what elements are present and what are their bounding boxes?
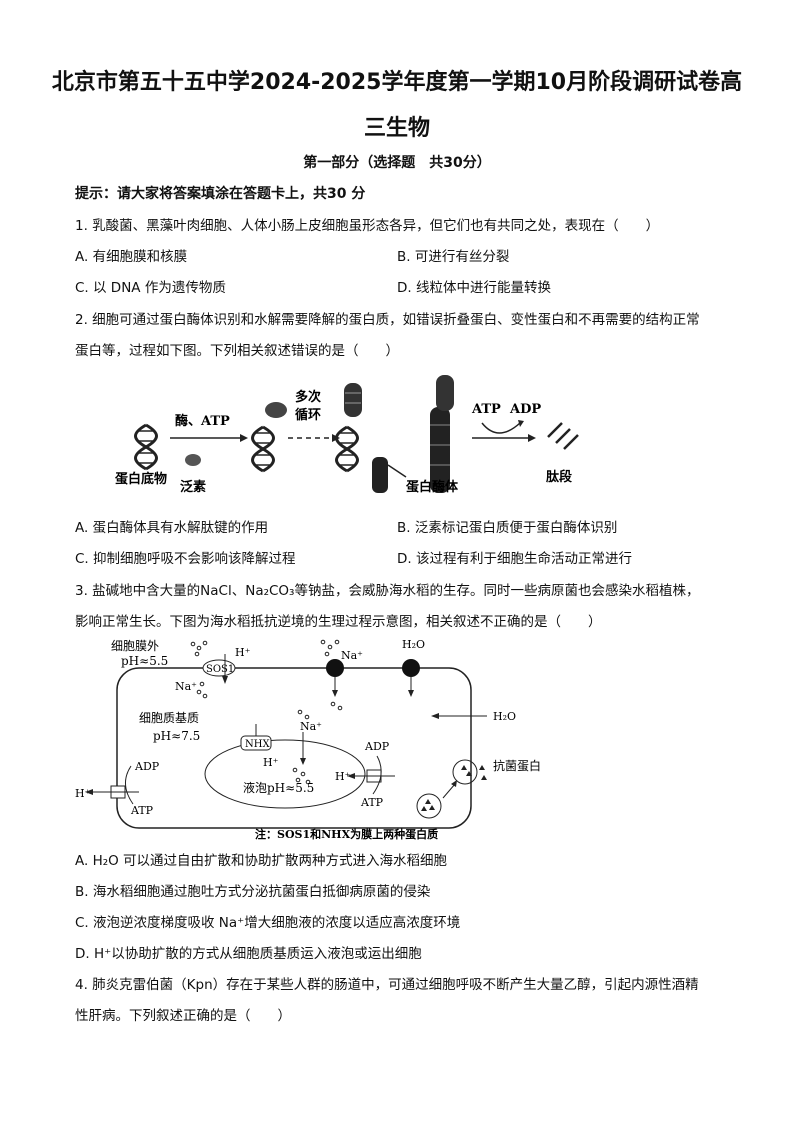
vacuole	[204, 739, 366, 809]
figure-note: 注：SOS1和NHX为膜上两种蛋白质	[255, 827, 438, 841]
multi-cycle-label-2: 循环	[295, 407, 321, 423]
cytoplasm-label: 细胞质基质	[139, 711, 199, 725]
proteasome-label: 蛋白酶体	[406, 479, 459, 495]
q2-option-b[interactable]: B. 泛素标记蛋白质便于蛋白酶体识别	[397, 520, 618, 536]
q3-option-c[interactable]: C. 液泡逆浓度梯度吸收 Na⁺增大细胞液的浓度以适应高浓度环境	[75, 915, 461, 931]
ubiquitin-label: 泛素	[180, 479, 206, 495]
enzyme-atp-label: 酶、ATP	[175, 413, 230, 429]
proteasome-diagram: 蛋白底物 酶、ATP 泛素 多次 循环 蛋白酶体 ATP ADP 肽段	[115, 375, 579, 495]
vacuole-pump-hplus: H⁺	[335, 770, 351, 783]
q3-option-b[interactable]: B. 海水稻细胞通过胞吐方式分泌抗菌蛋白抵御病原菌的侵染	[75, 884, 431, 900]
peptide-label: 肽段	[546, 469, 572, 485]
ubiquitin-icon	[185, 454, 201, 466]
q1-option-c[interactable]: C. 以 DNA 作为遗传物质	[75, 280, 226, 296]
vesicle	[416, 793, 442, 819]
q3-option-d[interactable]: D. H⁺以协助扩散的方式从细胞质基质运入液泡或运出细胞	[75, 946, 422, 962]
membrane-pump-adp: ADP	[134, 760, 160, 773]
vacuole-pump-adp: ADP	[364, 740, 390, 753]
antibacterial-label: 抗菌蛋白	[493, 758, 541, 773]
substrate-helix	[134, 423, 158, 471]
nhx-naplus: Na⁺	[300, 720, 322, 733]
cytoplasm-ph-label: pH≈7.5	[153, 729, 200, 743]
question-4-stem-line1: 4. 肺炎克雷伯菌（Kpn）存在于某些人群的肠道中，可通过细胞呼吸不断产生大量乙…	[75, 977, 699, 993]
cell-membrane	[116, 667, 472, 829]
aquaporin	[402, 659, 420, 677]
question-3-stem-line1: 3. 盐碱地中含大量的NaCl、Na₂CO₃等钠盐，会威胁海水稻的生存。同时一些…	[75, 583, 700, 599]
question-2-stem-line1: 2. 细胞可通过蛋白酶体识别和水解需要降解的蛋白质，如错误折叠蛋白、变性蛋白和不…	[75, 312, 700, 328]
vesicle-exocytosis	[452, 759, 478, 785]
sos1-hplus: H⁺	[235, 646, 251, 659]
question-4-stem-line2: 性肝病。下列叙述正确的是（ ）	[75, 1008, 291, 1024]
page-title-line2: 三生物	[363, 116, 430, 141]
vacuole-label: 液泡pH≈5.5	[243, 780, 314, 795]
hint-text: 提示：请大家将答案填涂在答题卡上，共30 分	[75, 186, 366, 202]
membrane-pump-hplus: H⁺	[75, 787, 91, 800]
multi-cycle-label-1: 多次	[295, 389, 321, 405]
question-3-stem-line2: 影响正常生长。下图为海水稻抵抗逆境的生理过程示意图，相关叙述不正确的是（ ）	[75, 614, 602, 630]
diffusion-h2o: H₂O	[493, 710, 516, 723]
question-1-stem: 1. 乳酸菌、黑藻叶肉细胞、人体小肠上皮细胞虽形态各异，但它们也有共同之处，表现…	[75, 218, 660, 234]
q1-option-d[interactable]: D. 线粒体中进行能量转换	[397, 280, 551, 296]
page-title: 北京市第五十五中学2024-2025学年度第一学期10月阶段调研试卷高	[51, 70, 743, 95]
vacuole-pump-atp: ATP	[360, 796, 384, 809]
q2-option-a[interactable]: A. 蛋白酶体具有水解肽键的作用	[75, 520, 269, 536]
nhx-hplus: H⁺	[263, 756, 279, 769]
adp-label: ADP	[509, 402, 541, 417]
na-channel	[326, 659, 344, 677]
atp-label: ATP	[471, 402, 501, 417]
q2-option-d[interactable]: D. 该过程有利于细胞生命活动正常进行	[397, 551, 632, 567]
q1-option-b[interactable]: B. 可进行有丝分裂	[397, 249, 510, 265]
section-heading: 第一部分（选择题 共30分）	[303, 155, 491, 171]
question-2-stem-line2: 蛋白等，过程如下图。下列相关叙述错误的是（ ）	[75, 343, 399, 359]
proteasome-icon	[430, 407, 450, 493]
rice-cell-diagram: 细胞膜外 pH≈5.5 SOS1 H⁺ Na⁺ Na⁺ H₂O H₂O 细胞质基…	[75, 638, 541, 841]
q1-option-a[interactable]: A. 有细胞膜和核膜	[75, 249, 188, 265]
aquaporin-h2o: H₂O	[402, 638, 425, 651]
nhx-label: NHX	[245, 739, 270, 750]
sos1-protein	[202, 659, 236, 677]
substrate-label: 蛋白底物	[115, 471, 167, 487]
outside-ph-label: pH≈5.5	[121, 654, 168, 668]
membrane-pump-atp: ATP	[130, 804, 154, 817]
q3-option-a[interactable]: A. H₂O 可以通过自由扩散和协助扩散两种方式进入海水稻细胞	[75, 853, 448, 869]
q2-option-c[interactable]: C. 抑制细胞呼吸不会影响该降解过程	[75, 551, 296, 567]
channel-naplus: Na⁺	[341, 649, 363, 662]
sos1-naplus: Na⁺	[175, 680, 197, 693]
sos1-label: SOS1	[206, 664, 234, 675]
outside-label: 细胞膜外	[111, 639, 159, 653]
